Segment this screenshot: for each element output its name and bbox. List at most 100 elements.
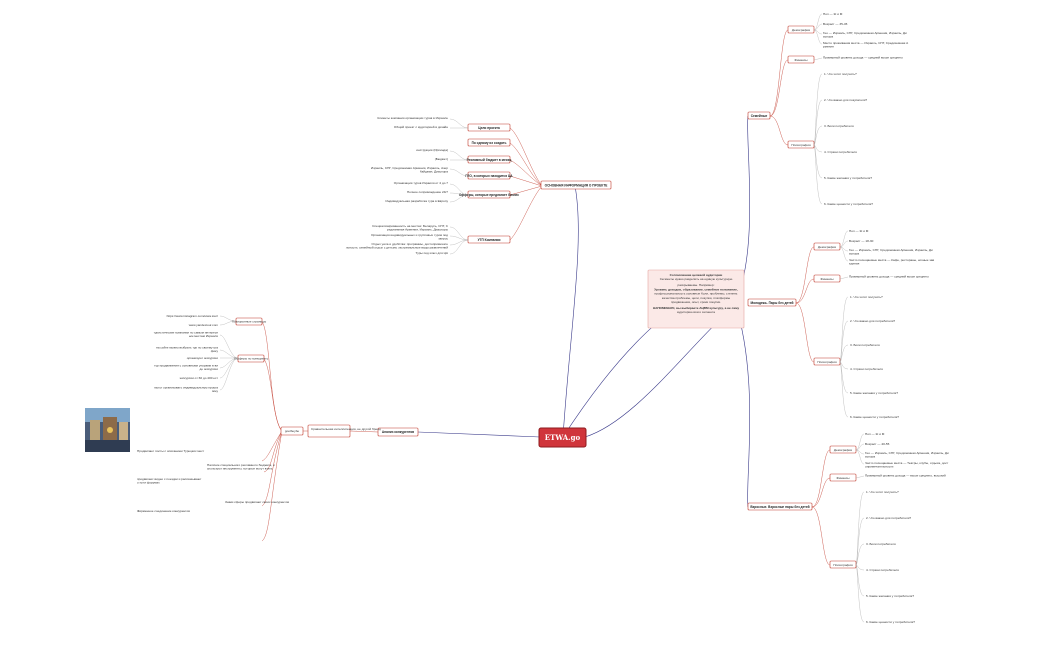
top-child-node[interactable]: Рекламный бюджет в месяц xyxy=(467,155,512,164)
persona-field-node[interactable]: Психография xyxy=(787,140,815,149)
leaf-connector xyxy=(813,57,823,61)
persona-field-connector xyxy=(795,302,815,363)
leaf-connector xyxy=(449,118,469,129)
leaf-connector xyxy=(813,144,823,179)
persona-field-node[interactable]: Финансы xyxy=(813,274,841,283)
connector-center-left xyxy=(417,431,541,438)
leaf-connector xyxy=(839,276,849,280)
persona-branch-node[interactable]: Молодежь. Пары без детей xyxy=(747,298,797,307)
leaf-connector xyxy=(839,361,849,418)
top-child-node[interactable]: Офферы, которые предлагает бизнес xyxy=(459,190,519,199)
persona-demo-text: рмения xyxy=(823,45,834,49)
persona-demo-text: аспора xyxy=(823,35,833,39)
leaf-connector xyxy=(855,517,865,566)
competitor-offers-node[interactable]: Офферы по конкуренту xyxy=(234,354,269,363)
persona-question-text: 2. Что важно для покупателя? xyxy=(824,98,867,102)
leaf-connector xyxy=(449,226,469,241)
leaf-connector xyxy=(449,183,469,196)
competitor-offer-text: экскурсии от 60 до 400 ест xyxy=(180,376,219,380)
top-leaf-text: запрос xyxy=(438,237,448,241)
leaf-connector xyxy=(839,246,849,252)
competitor-root-label: goolbeybe xyxy=(285,429,300,433)
leaf-connector xyxy=(449,239,469,246)
persona-adults: Взрослые. Взрослые пары без детей Демогра… xyxy=(747,432,949,624)
persona-field-label: Финансы xyxy=(821,277,835,281)
connector-left-insight-4 xyxy=(261,430,283,542)
leaf-connector xyxy=(839,361,849,394)
leaf-connector xyxy=(813,29,823,35)
persona-demo-text: Гео — Израиль, СНГ, Средиземная Армения,… xyxy=(849,248,933,252)
top-branch[interactable]: ОСНОВНАЯ ИНФОРМАЦИЯ О ПРОЕКТЕ xyxy=(540,180,612,190)
persona-demo-text: опримечательности xyxy=(865,465,894,469)
connector-top-offers xyxy=(509,185,543,196)
insight-text: Фирменное соединение конкурентов xyxy=(137,509,190,513)
top-leaf-text: Полное сопровождение 24/7 xyxy=(407,190,448,194)
competitor-positional-node[interactable]: Позиционные страницы xyxy=(232,317,267,326)
persona-field-label: Финансы xyxy=(837,476,851,480)
persona-question-text: 1. Что хотят получить? xyxy=(824,72,857,76)
competitor-offers-label: Офферы по конкуренту xyxy=(234,357,269,361)
persona-field-node[interactable]: Психография xyxy=(813,357,841,366)
competitor-sub-node[interactable]: Сравнительная интеллигенция, не другой б… xyxy=(307,424,381,438)
connector-top-budget xyxy=(509,159,543,187)
persona-question-text: 6. Какие ценности у потребителя? xyxy=(824,202,873,206)
persona-field-node[interactable]: Психография xyxy=(829,560,857,569)
leaf-connector xyxy=(813,13,823,31)
leaf-connector xyxy=(839,361,849,370)
persona-field-node[interactable]: Финансы xyxy=(829,473,857,482)
persona-branch-label: Семейные xyxy=(751,114,768,118)
top-child-node[interactable]: ГЕО, в которых находится ЦА xyxy=(465,171,513,180)
persona-field-connector xyxy=(811,506,831,566)
persona-question-text: 5. Какие желания у потребителя? xyxy=(850,391,898,395)
leaf-connector xyxy=(813,99,823,146)
persona-branch-node[interactable]: Семейные xyxy=(747,111,771,120)
persona-field-connector xyxy=(769,115,789,146)
persona-field-label: Психография xyxy=(833,563,853,567)
leaf-connector xyxy=(813,144,823,153)
persona-question-text: 2. Что важно для потребителя? xyxy=(866,516,911,520)
persona-branch-label: Взрослые. Взрослые пары без детей xyxy=(750,505,809,509)
competitor-root-node[interactable]: goolbeybe xyxy=(280,426,304,436)
persona-field-node[interactable]: Демография xyxy=(829,445,857,454)
top-child-label: Офферы, которые предлагает бизнес xyxy=(459,193,519,197)
connector-top-goal xyxy=(509,127,543,187)
persona-income-text: Примерный уровень дохода — выше среднего… xyxy=(865,474,946,478)
persona-question-text: 5. Какие желания у потребителя? xyxy=(824,176,872,180)
competitor-offer-text: туристические компании по самым интересн xyxy=(154,331,219,335)
insight-text: о пути форумах xyxy=(137,481,160,485)
persona-demo-text: Пол — Ж и М xyxy=(849,229,869,233)
leaf-connector xyxy=(813,29,823,45)
top-leaf-text: Туры под ключ для ЦА xyxy=(416,251,449,255)
leaf-connector xyxy=(855,449,865,465)
competitor-analysis-node[interactable]: Анализ конкурентов xyxy=(377,427,419,437)
persona-field-node[interactable]: Финансы xyxy=(787,55,815,64)
leaf-connector xyxy=(855,543,865,566)
top-child-node[interactable]: Цели проекта xyxy=(467,123,511,132)
leaf-connector xyxy=(219,315,237,322)
leaf-connector xyxy=(839,240,849,248)
leaf-connector xyxy=(839,320,849,363)
persona-demo-text: едения xyxy=(849,262,860,266)
leaf-connector xyxy=(855,564,865,571)
competitor-offer-text: тур продвижения с основными упорами в ви xyxy=(154,364,218,368)
persona-field-label: Психография xyxy=(791,143,811,147)
connector-top-geo xyxy=(509,175,543,187)
persona-field-node[interactable]: Демография xyxy=(787,25,815,34)
persona-demo-text: Возраст — 18-30 xyxy=(849,239,874,243)
leaf-connector xyxy=(219,320,237,326)
central-node[interactable]: ETWA.go xyxy=(538,427,587,448)
persona-field-node[interactable]: Демография xyxy=(813,242,841,251)
persona-demo-text: аспора xyxy=(865,455,875,459)
leaf-connector xyxy=(813,125,823,146)
competitor-positional-label: Позиционные страницы xyxy=(232,320,267,324)
persona-demo-text: Место проживания места — Израиль, СНГ, С… xyxy=(823,41,909,45)
persona-income-text: Примерный уровень дохода — средний выше … xyxy=(823,56,903,60)
competitor-offer-text: могут организовать индивидуальную програ xyxy=(154,386,218,390)
top-child-node[interactable]: УТП Компании xyxy=(467,235,511,244)
central-node-label: ETWA.go xyxy=(545,433,581,442)
top-leaf-text: Специализированность на местах: Беларусь… xyxy=(372,224,449,228)
top-leaf-text: байджан, Диаспора xyxy=(420,170,448,174)
top-child-node[interactable]: По одному из создать xyxy=(467,138,511,147)
persona-branch-node[interactable]: Взрослые. Взрослые пары без детей xyxy=(747,502,813,511)
